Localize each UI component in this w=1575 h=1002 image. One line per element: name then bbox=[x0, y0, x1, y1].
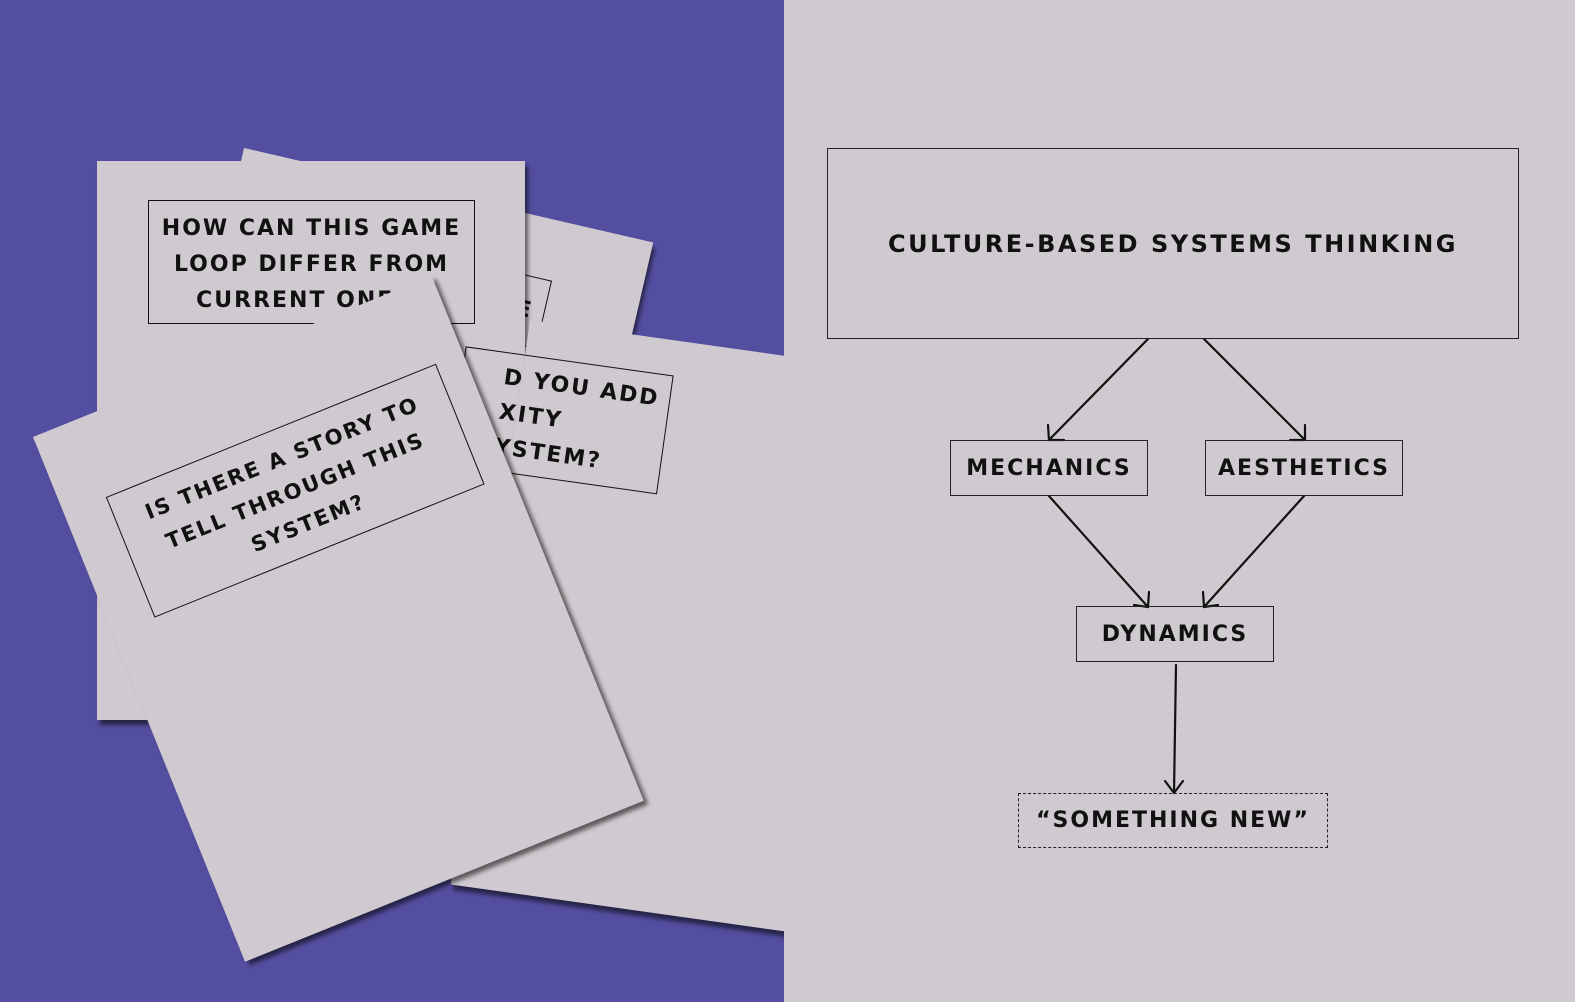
arrow-mechanics-to-dynamics bbox=[1047, 494, 1151, 609]
root-node: CULTURE-BASED SYSTEMS THINKING bbox=[827, 148, 1519, 339]
mechanics-node: MECHANICS bbox=[950, 440, 1148, 496]
something-new-node: “SOMETHING NEW” bbox=[1018, 793, 1328, 848]
mda-diagram-panel: CULTURE-BASED SYSTEMS THINKING MECHANICS… bbox=[784, 0, 1575, 1002]
arrow-dynamics-to-outcome bbox=[1163, 663, 1185, 795]
arrow-aesthetics-to-dynamics bbox=[1201, 494, 1306, 609]
card-pile-panel: ARE HOW CAN THIS GAME LOOP DIFFER FROM C… bbox=[0, 0, 784, 1002]
dynamics-node: DYNAMICS bbox=[1076, 606, 1274, 662]
arrow-root-to-aesthetics bbox=[1202, 337, 1307, 442]
arrow-root-to-mechanics bbox=[1046, 337, 1150, 442]
aesthetics-node: AESTHETICS bbox=[1205, 440, 1403, 496]
question-box: IS THERE A STORY TO TELL THROUGH THIS SY… bbox=[105, 363, 485, 618]
